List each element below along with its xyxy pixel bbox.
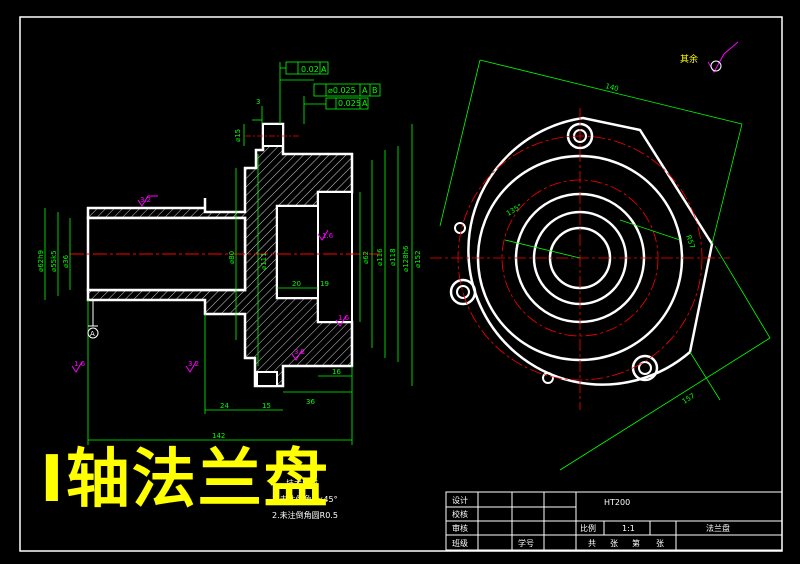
gdt-runout-ref: A — [362, 99, 368, 108]
bolt-hole-bottom — [256, 371, 278, 387]
title-block — [445, 491, 783, 551]
bolt-hole-top — [262, 123, 284, 147]
datum-a-label: A — [90, 330, 95, 338]
dim-20: 20 — [292, 280, 301, 288]
dim-d152: ⌀152 — [414, 250, 422, 268]
dim-140: 140 — [605, 82, 620, 93]
dim-d111: ⌀111 — [260, 252, 268, 270]
tb-scale-value: 1:1 — [622, 524, 635, 533]
dim-3: 3 — [256, 98, 260, 106]
dim-24: 24 — [220, 402, 229, 410]
gdt-position-ref-b: B — [372, 86, 378, 95]
dim-r57: R57 — [684, 234, 696, 250]
section-view — [70, 122, 380, 388]
bolt-hole-2-inner — [456, 285, 470, 299]
roughness-5: 1.6 — [338, 314, 350, 322]
gdt-flatness-ref: A — [321, 65, 327, 74]
front-view-centerlines — [430, 108, 730, 410]
roughness-3: 3.2 — [188, 360, 199, 368]
roughness-4: 1.6 — [322, 232, 334, 240]
small-hole-1 — [454, 222, 466, 234]
dim-d36: ⌀36 — [62, 254, 70, 268]
dimensions-left — [44, 62, 413, 445]
roughness-1: 3.2 — [140, 196, 151, 204]
dim-16: 16 — [332, 368, 341, 376]
dim-d80: ⌀80 — [228, 251, 236, 264]
dim-d62h9: ⌀62h9 — [37, 250, 45, 272]
front-recess — [317, 191, 353, 323]
inner-recess — [276, 205, 319, 299]
tb-material: HT200 — [604, 498, 630, 507]
tb-part-name: 法兰盘 — [706, 523, 730, 533]
roughness-2: 1.6 — [74, 360, 86, 368]
gdt-position: ⌀0.025 — [328, 86, 356, 95]
tb-total: 共 — [588, 539, 596, 548]
bolt-hole-3-inner — [638, 361, 652, 375]
roughness-note: 其余 — [680, 53, 698, 65]
flange-outline — [467, 116, 714, 386]
front-view-dims — [439, 59, 771, 471]
dim-19: 19 — [320, 280, 329, 288]
front-view — [449, 116, 714, 386]
dim-142: 142 — [212, 432, 225, 440]
page-title: I轴法兰盘 — [40, 443, 330, 517]
dim-d55k5: ⌀55k5 — [50, 250, 58, 272]
tb-audit: 审核 — [452, 523, 468, 533]
notes-heading: 技术要求 — [286, 478, 318, 488]
tb-check: 校核 — [452, 509, 468, 519]
tb-scale-label: 比例 — [580, 523, 596, 533]
dim-15: 15 — [262, 402, 271, 410]
dim-d15: ⌀15 — [234, 129, 242, 142]
tb-number: 第 — [632, 538, 640, 548]
small-hole-2 — [542, 372, 554, 384]
gdt-runout: 0.025 — [338, 99, 361, 108]
tb-student-id: 学号 — [518, 538, 534, 548]
tb-sheets: 张 — [610, 539, 618, 548]
gdt-flatness: 0.02 — [301, 65, 319, 74]
notes-line2: 2.未注倒角圆R0.5 — [272, 510, 338, 520]
dim-157: 157 — [681, 392, 697, 406]
roughness-6: 3.2 — [294, 348, 305, 356]
tb-design: 设计 — [452, 495, 468, 505]
bolt-hole-2 — [449, 278, 477, 306]
roughness-note-circle — [710, 60, 722, 72]
gdt-frames — [280, 61, 381, 124]
dim-36: 36 — [306, 398, 315, 406]
dim-d62: ⌀62 — [362, 251, 370, 264]
gdt-position-ref-a: A — [362, 86, 368, 95]
tb-class: 班级 — [452, 538, 468, 548]
dim-d128h6: ⌀128h6 — [402, 245, 410, 272]
sheet-border — [19, 16, 783, 552]
datum-a-circle — [87, 327, 99, 339]
notes-line1: 1.未注倒角1×45° — [272, 494, 338, 504]
dim-d118: ⌀118 — [389, 248, 397, 266]
dim-d116: ⌀116 — [376, 248, 384, 266]
tb-sheet2: 张 — [656, 539, 664, 548]
